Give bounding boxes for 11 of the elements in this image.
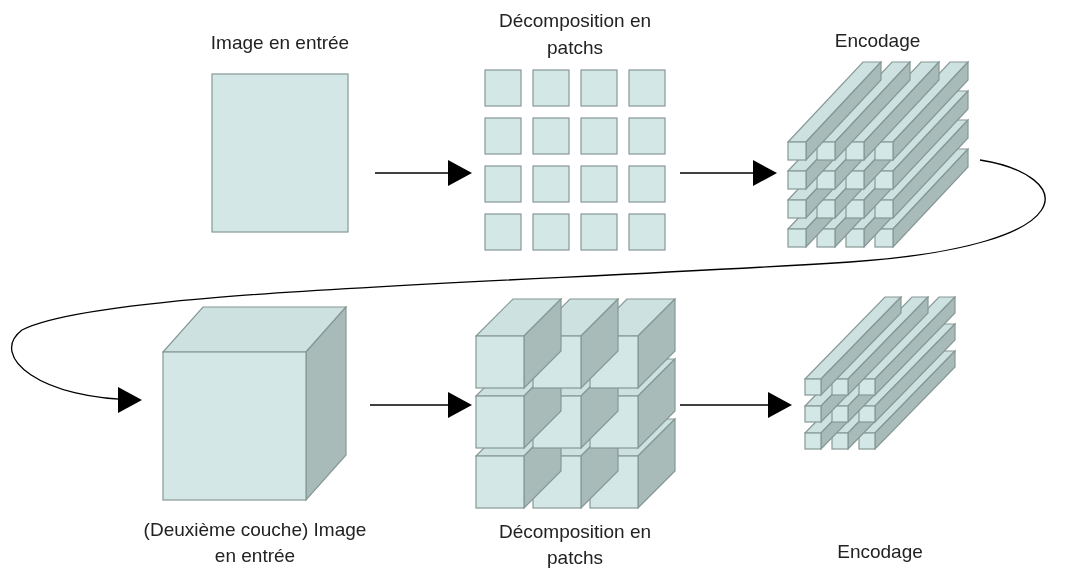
step-label: Image en entrée (210, 31, 350, 55)
step-label: Décomposition en patchs (497, 519, 653, 571)
step-label: (Deuxième couche) Image en entrée (142, 517, 368, 569)
arrow (369, 392, 472, 418)
step-label: Encodage (837, 540, 923, 565)
arrow (679, 160, 777, 186)
step-label: Encodage (834, 29, 921, 53)
step-label: Décomposition en patchs (497, 9, 653, 60)
arrow (11, 159, 1046, 413)
arrow (374, 160, 472, 186)
arrow (679, 392, 792, 418)
